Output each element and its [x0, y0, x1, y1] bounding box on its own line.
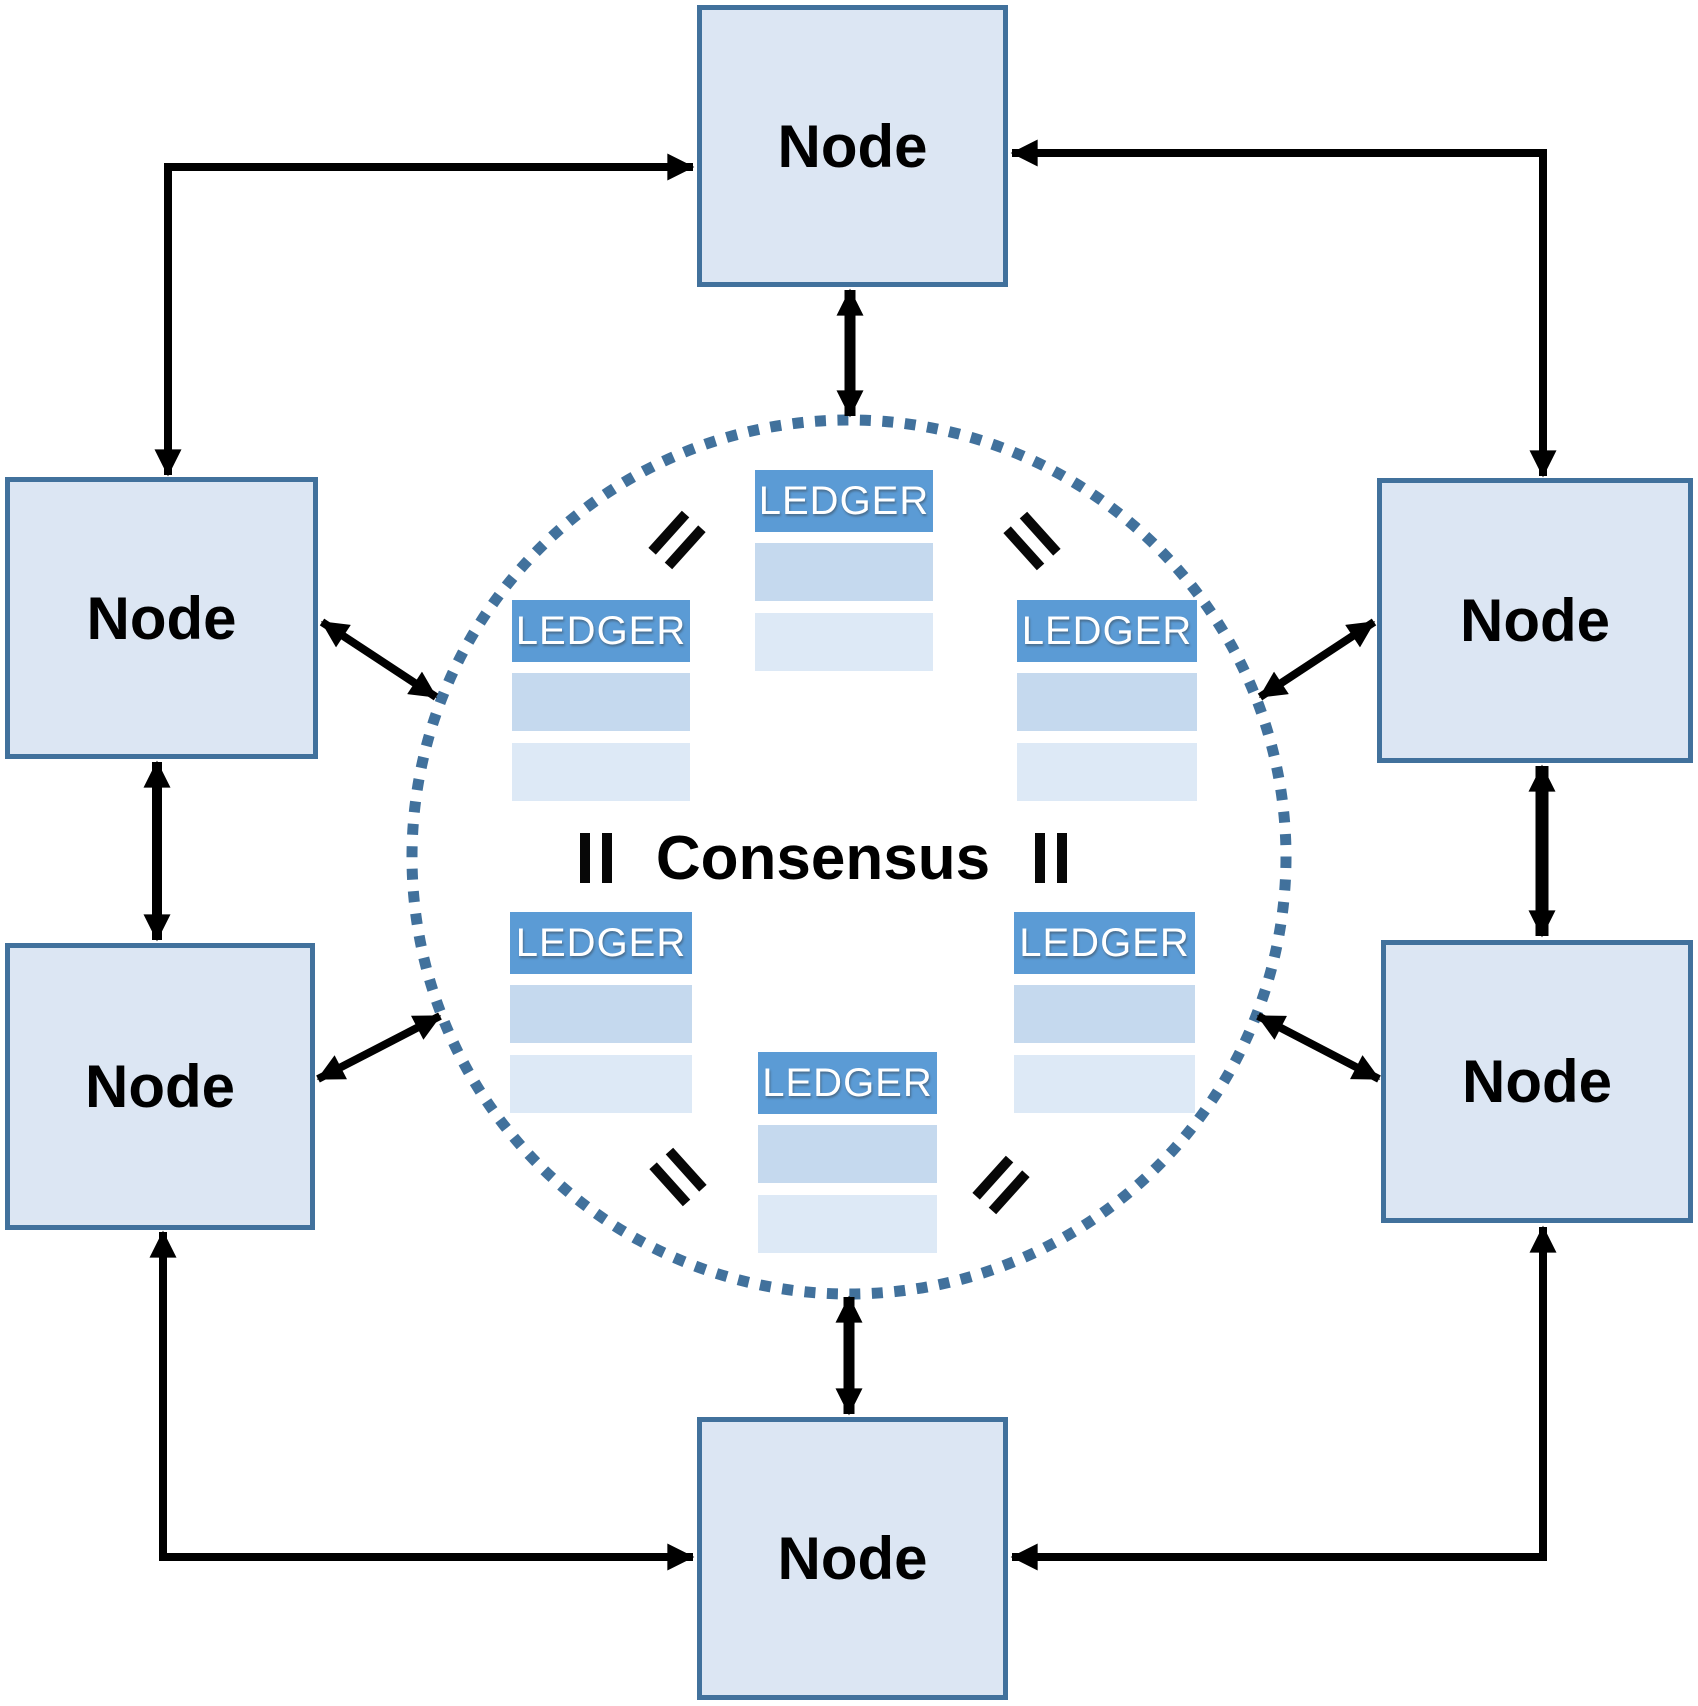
- consensus-circle: [406, 414, 1292, 1300]
- node-box-lower-right: Node: [1381, 940, 1693, 1223]
- ledger-row: [1017, 743, 1197, 801]
- ledger-row: [758, 1125, 937, 1183]
- node-label: Node: [1460, 587, 1610, 654]
- node-box-upper-left: Node: [5, 477, 318, 759]
- ledger-top: LEDGER: [755, 470, 933, 671]
- equals-icon: [1035, 833, 1067, 883]
- arrow-lowerright-to-bottom: [1010, 1225, 1557, 1571]
- ledger-row: [1014, 1055, 1195, 1113]
- ledger-header: LEDGER: [1017, 600, 1197, 662]
- ledger-bottom: LEDGER: [758, 1052, 937, 1253]
- arrow-upperleft-node-to-circle: [319, 618, 439, 701]
- ledger-row: [755, 543, 933, 601]
- ledger-row: [510, 985, 692, 1043]
- ledger-row: [1017, 673, 1197, 731]
- node-label: Node: [1462, 1048, 1612, 1115]
- ledger-row: [512, 743, 690, 801]
- ledger-header: LEDGER: [512, 600, 690, 662]
- arrow-upperright-node-to-circle: [1257, 618, 1377, 701]
- node-box-bottom: Node: [697, 1417, 1008, 1700]
- node-box-lower-left: Node: [5, 943, 315, 1230]
- arrow-lowerleft-node-to-circle: [316, 1012, 442, 1083]
- arrow-upperright-to-top: [1010, 139, 1557, 478]
- ledger-header: LEDGER: [1014, 912, 1195, 974]
- ledger-header: LEDGER: [758, 1052, 937, 1114]
- equals-icon: [580, 833, 612, 883]
- node-box-top: Node: [697, 5, 1008, 287]
- node-label: Node: [777, 112, 928, 180]
- ledger-lower-right: LEDGER: [1014, 912, 1195, 1113]
- ledger-row: [758, 1195, 937, 1253]
- consensus-label: Consensus: [655, 823, 991, 893]
- node-label: Node: [86, 584, 237, 652]
- node-label: Node: [85, 1053, 235, 1120]
- ledger-row: [1014, 985, 1195, 1043]
- node-box-upper-right: Node: [1377, 478, 1693, 763]
- arrow-lowerright-node-to-circle: [1256, 1012, 1381, 1083]
- ledger-row: [512, 673, 690, 731]
- ledger-header: LEDGER: [510, 912, 692, 974]
- ledger-header: LEDGER: [755, 470, 933, 532]
- ledger-lower-left: LEDGER: [510, 912, 692, 1113]
- node-label: Node: [777, 1525, 928, 1592]
- ledger-row: [755, 613, 933, 671]
- ledger-upper-right: LEDGER: [1017, 600, 1197, 801]
- ledger-row: [510, 1055, 692, 1113]
- arrow-upperleft-to-top: [154, 153, 695, 477]
- ledger-upper-left: LEDGER: [512, 600, 690, 801]
- arrow-lowerleft-to-bottom: [149, 1230, 695, 1571]
